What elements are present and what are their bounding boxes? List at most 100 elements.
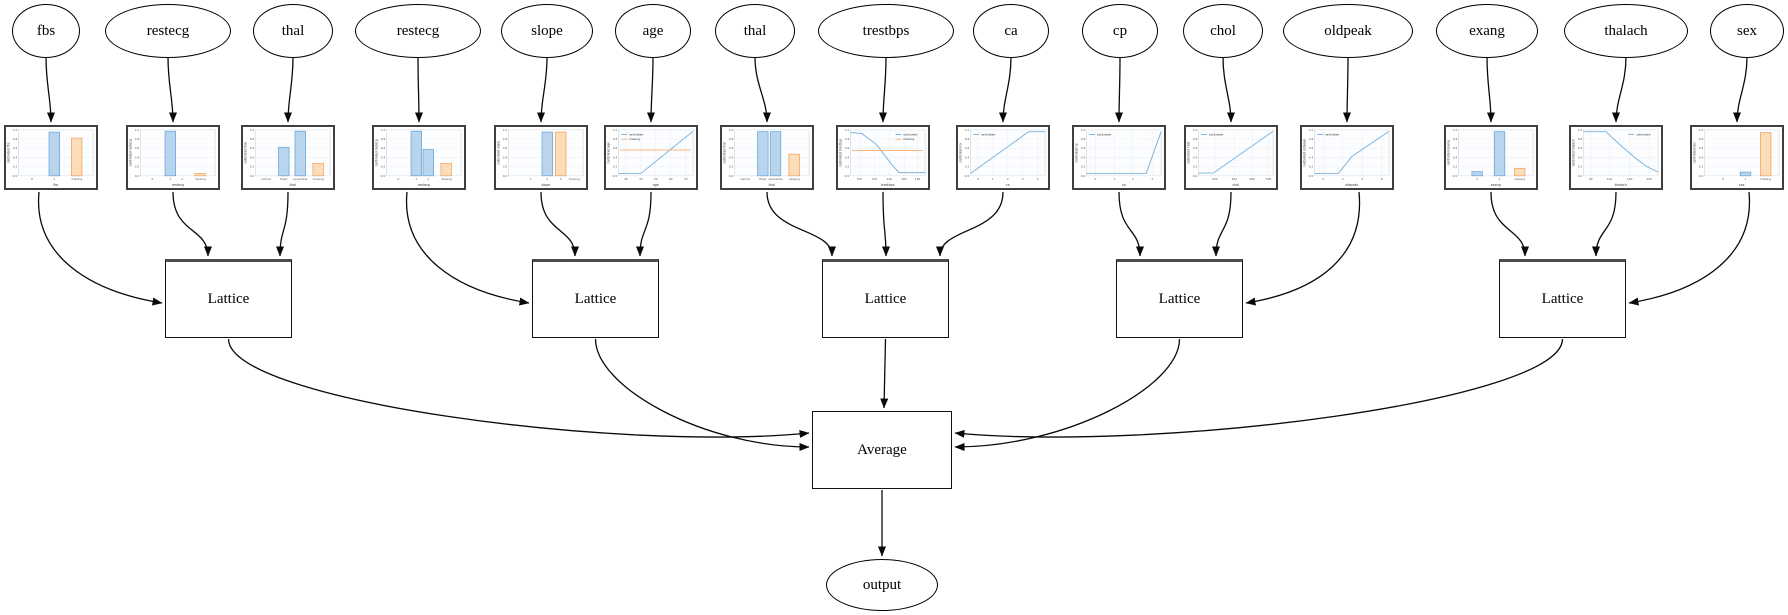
plot-area	[850, 129, 926, 177]
edge-arrow	[1628, 191, 1751, 306]
edge-arrow	[276, 191, 289, 257]
y-axis-label: calibrated oldpeak	[1303, 139, 1307, 167]
y-tick-label: 1.0	[1081, 128, 1086, 132]
x-tick-label: 0	[151, 177, 153, 181]
calibration-bar	[1514, 168, 1526, 177]
y-tick-label: 1.0	[729, 128, 734, 132]
y-tick-label: 0.6	[250, 146, 255, 150]
feature-label: slope	[531, 22, 563, 39]
y-tick-label: 0.6	[381, 146, 386, 150]
y-tick-label: 1.0	[13, 128, 18, 132]
edge-arrow	[880, 338, 889, 409]
x-tick-label: 80	[1589, 177, 1593, 181]
legend-label: calibrated	[981, 133, 996, 137]
y-tick-label: 0.6	[613, 146, 618, 150]
feature-node-cp: cp	[1082, 4, 1158, 58]
y-tick-label: 0.0	[13, 174, 18, 178]
y-tick-label: 0.4	[1453, 155, 1458, 159]
edge-arrow	[1592, 191, 1617, 257]
y-tick-label: 0.2	[135, 165, 140, 169]
feature-node-thal: thal	[715, 4, 795, 58]
y-tick-label: 0.8	[1453, 137, 1458, 141]
calibration-bar	[48, 131, 60, 177]
legend-label: calibrated	[1325, 133, 1340, 137]
edge-arrow	[414, 56, 423, 123]
x-tick-label: 1	[1499, 177, 1501, 181]
y-tick-label: 0.0	[729, 174, 734, 178]
feature-label: thal	[743, 22, 767, 39]
x-tick-label: 1	[992, 177, 994, 181]
y-tick-label: 0.0	[250, 174, 255, 178]
plot-area	[1086, 129, 1162, 177]
edge-arrow	[405, 191, 530, 306]
x-tick-label: 0	[31, 177, 33, 181]
output-label: output	[862, 576, 902, 593]
x-tick-label: 1	[169, 177, 171, 181]
y-axis-label: calibrated thal	[244, 142, 248, 164]
y-tick-label: 0.6	[1193, 146, 1198, 150]
x-tick-label: missing	[789, 177, 800, 181]
y-tick-label: 0.8	[13, 137, 18, 141]
x-axis-label: fbs	[53, 183, 58, 187]
y-tick-label: 0.2	[1081, 165, 1086, 169]
calibration-bar	[555, 131, 567, 177]
y-axis-label: calibrated slope	[497, 141, 501, 165]
y-axis-label: calibrated chol	[1187, 142, 1191, 164]
y-tick-label: 0.0	[845, 174, 850, 178]
y-axis-label: calibrated trestbps	[839, 138, 843, 167]
calibration-bar	[769, 131, 782, 177]
feature-label: trestbps	[862, 22, 910, 39]
x-tick-label: 40	[639, 177, 643, 181]
lattice-label: Lattice	[1541, 291, 1584, 307]
y-tick-label: 0.2	[613, 165, 618, 169]
feature-label: oldpeak	[1324, 22, 1372, 39]
y-tick-label: 0.2	[250, 165, 255, 169]
y-tick-label: 0.0	[1193, 174, 1198, 178]
x-tick-label: 2	[546, 177, 548, 181]
y-tick-label: 1.0	[1578, 128, 1583, 132]
x-tick-label: 1	[1114, 177, 1116, 181]
x-tick-label: 180	[915, 177, 921, 181]
x-tick-label: 2	[1007, 177, 1009, 181]
x-axis-label: chol	[1232, 183, 1239, 187]
x-tick-label: missing	[1514, 177, 1525, 181]
feature-node-slope: slope	[501, 4, 593, 58]
y-tick-label: 1.0	[613, 128, 618, 132]
x-tick-label: missing	[441, 177, 452, 181]
x-tick-label: 30	[624, 177, 628, 181]
legend-label: missing	[903, 137, 914, 141]
edge-arrow	[1343, 56, 1352, 123]
y-tick-label: 0.8	[729, 137, 734, 141]
calibration-line	[850, 132, 926, 174]
calibration-line	[1583, 131, 1659, 173]
feature-node-thal: thal	[253, 4, 333, 58]
y-tick-label: 0.8	[1578, 137, 1583, 141]
x-axis-label: age	[653, 183, 659, 187]
y-tick-label: 1.0	[135, 128, 140, 132]
feature-label: chol	[1210, 22, 1236, 39]
x-tick-label: 160	[901, 177, 907, 181]
x-tick-label: 3	[1151, 177, 1153, 181]
calibration-bar	[1760, 132, 1772, 177]
y-tick-label: 0.6	[503, 146, 508, 150]
feature-label: age	[642, 22, 664, 39]
y-tick-label: 1.0	[965, 128, 970, 132]
y-tick-label: 0.0	[1699, 174, 1704, 178]
lattice-node: Lattice	[1499, 259, 1626, 338]
x-tick-label: 3	[1022, 177, 1024, 181]
output-node: output	[826, 559, 938, 611]
y-tick-label: 0.0	[135, 174, 140, 178]
legend-label: missing	[629, 137, 640, 141]
x-tick-label: missing	[1760, 177, 1771, 181]
edge-arrow	[1212, 191, 1232, 257]
edge-arrow	[172, 191, 212, 257]
y-tick-label: 0.6	[1699, 146, 1704, 150]
feature-label: restecg	[396, 22, 440, 39]
x-axis-label: restecg	[172, 183, 184, 187]
